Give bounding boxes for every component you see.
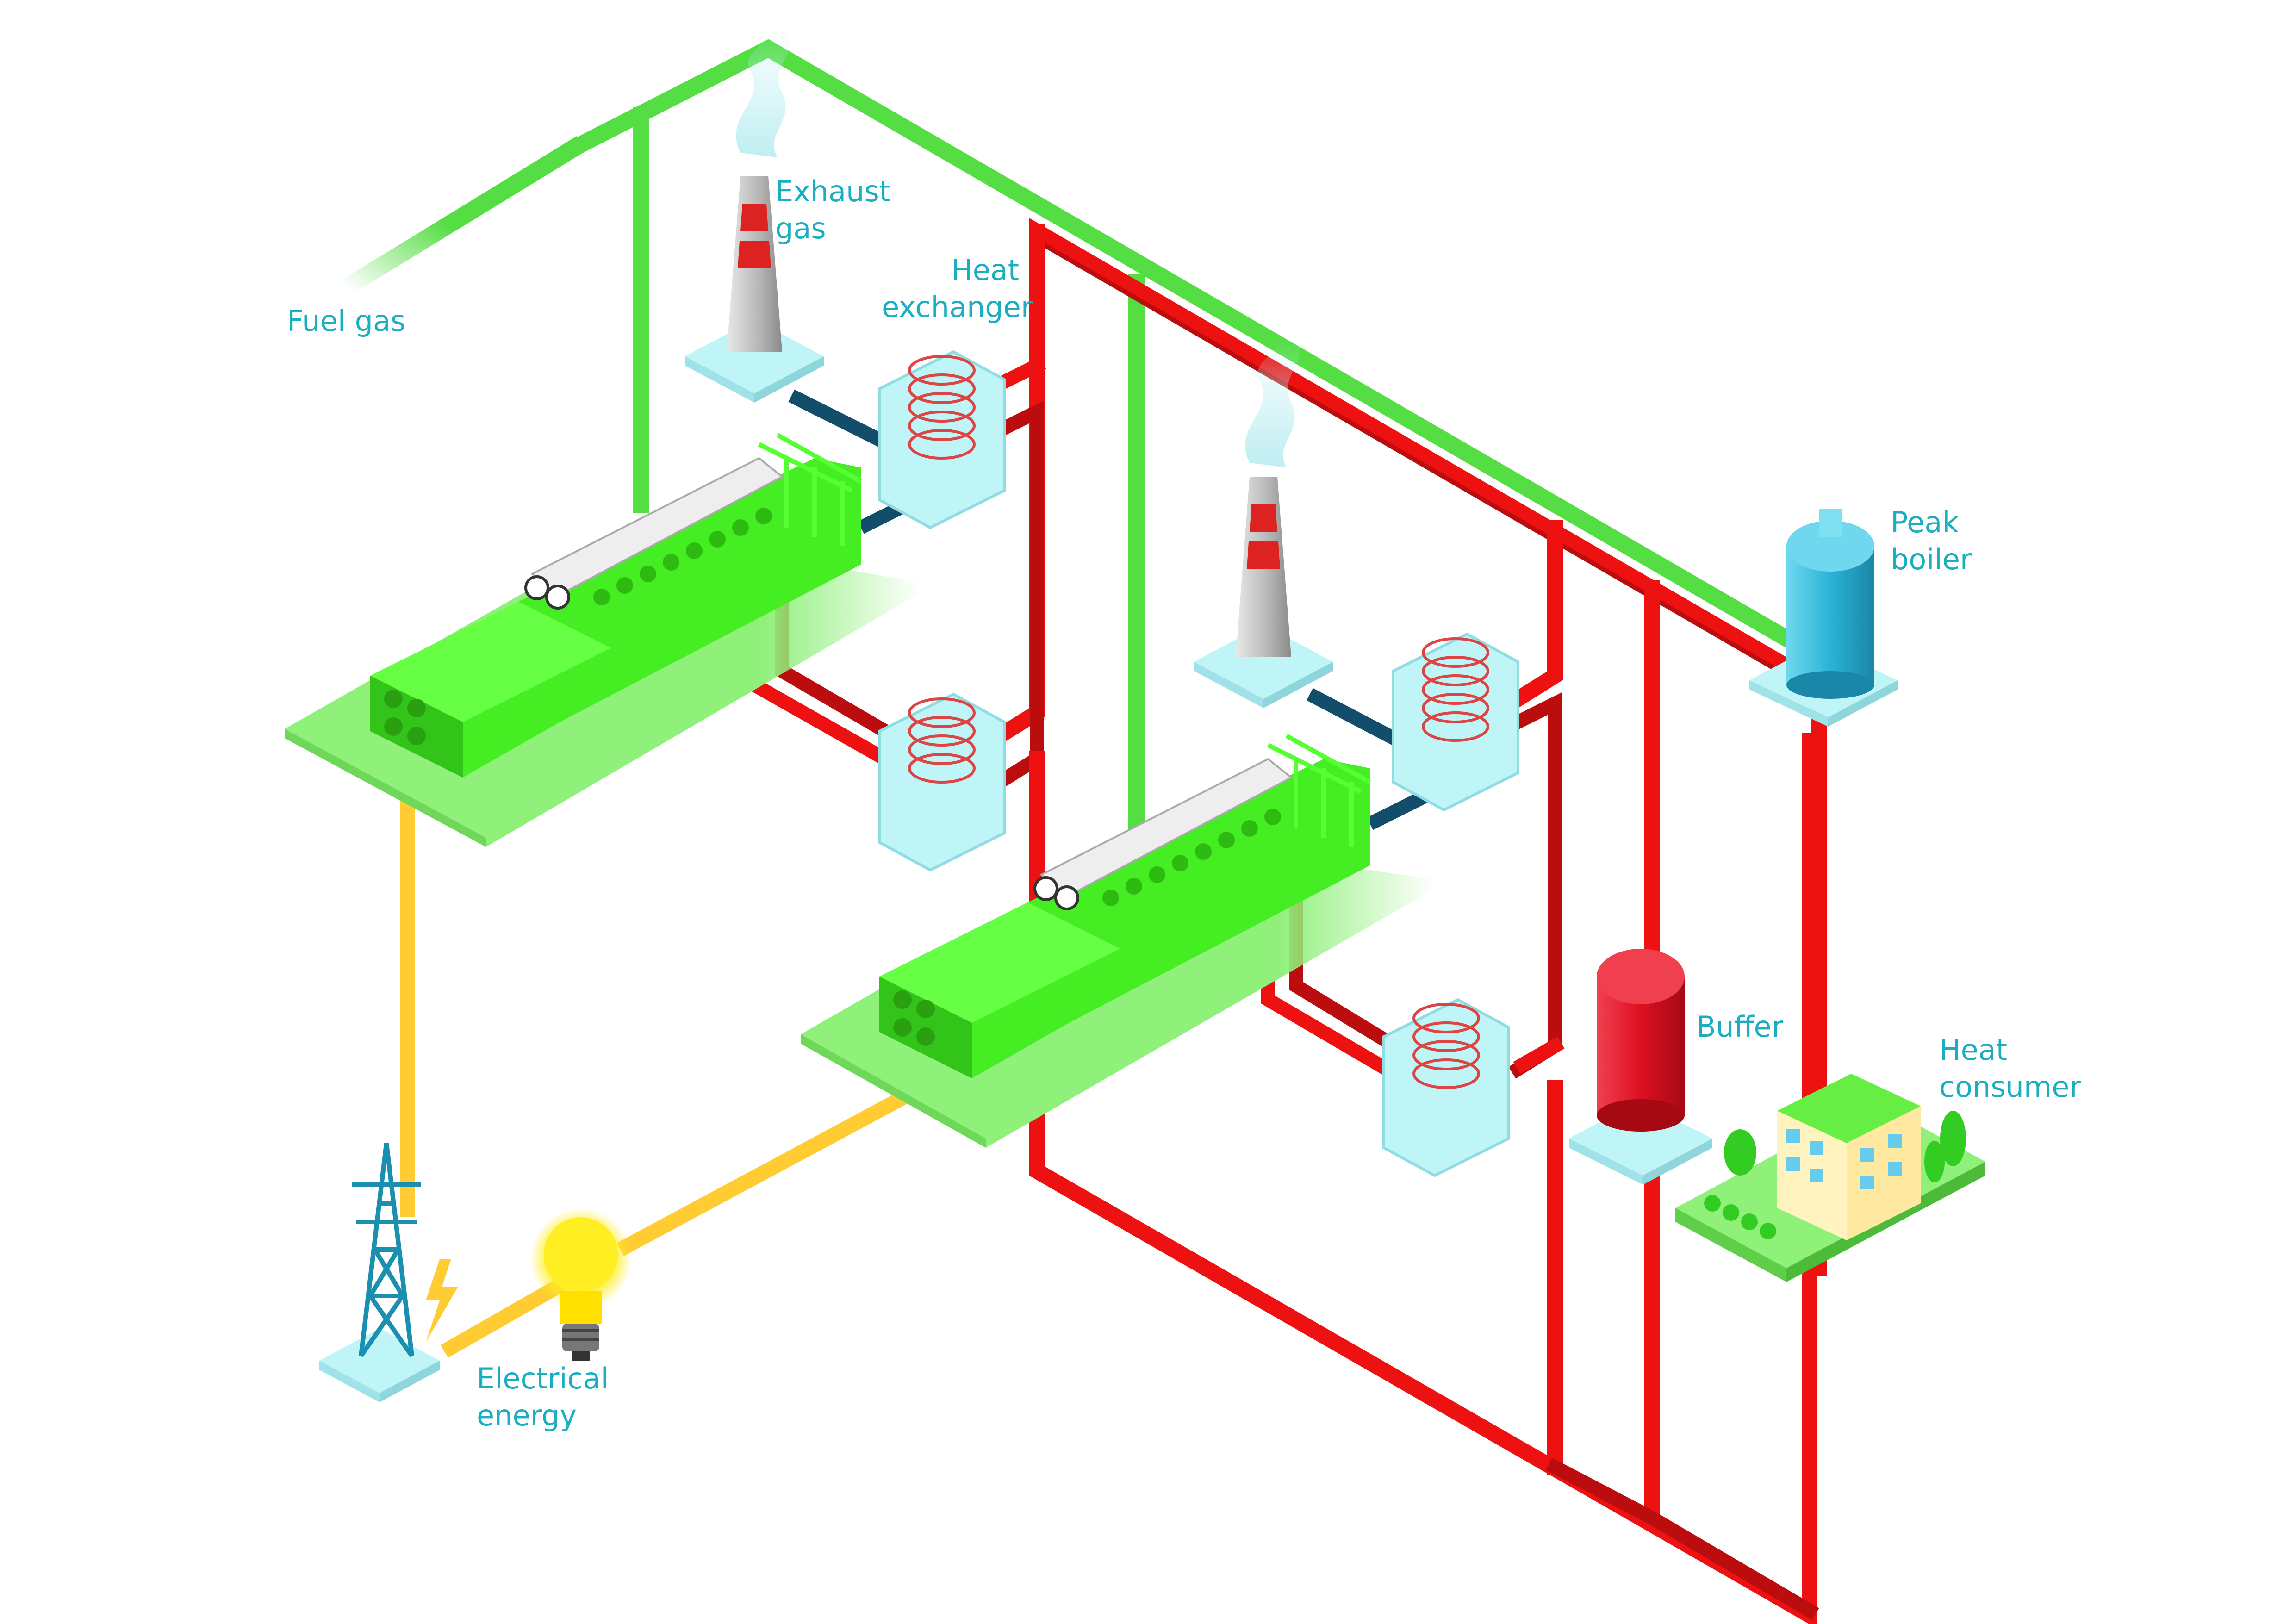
- chimney-2: [1194, 338, 1333, 708]
- electrical-energy-label-line1: Electrical: [477, 1362, 609, 1395]
- engine-1: [285, 433, 921, 847]
- exhaust-duct-2a: [1307, 688, 1410, 752]
- fuel-gas-feed-fade: [335, 136, 586, 299]
- heat-consumer-site: [1675, 1074, 1985, 1282]
- exhaust-gas-label-line2: gas: [775, 212, 826, 245]
- heat-consumer-label-line1: Heat: [1939, 1033, 2007, 1067]
- buffer-label: Buffer: [1696, 1010, 1784, 1044]
- exhaust-duct-2b: [1367, 790, 1429, 830]
- heat-exchanger-label-line1: Heat: [951, 253, 1019, 287]
- riser-2-d: [1513, 1036, 1565, 1074]
- riser-2-b: [1508, 692, 1562, 1079]
- heat-consumer-label-line2: consumer: [1939, 1070, 2081, 1104]
- heat-exchanger-label-line2: exchanger: [882, 290, 1033, 324]
- peak-boiler-label-line2: boiler: [1891, 542, 1972, 576]
- peak-boiler-label-line1: Peak: [1891, 505, 1959, 539]
- supply-top-shade: [1033, 237, 1822, 697]
- heat-exchanger-4: [1382, 998, 1510, 1177]
- electrical-energy-label-line2: energy: [477, 1399, 577, 1432]
- chimney-1: [685, 28, 824, 403]
- riser-2: [1507, 520, 1563, 710]
- lightning-bolt-icon: [426, 1259, 458, 1342]
- fuel-gas-label: Fuel gas: [287, 304, 405, 338]
- exhaust-gas-label-line1: Exhaust: [775, 174, 890, 208]
- electricity-pylon: [319, 1143, 458, 1402]
- supply-top: [1029, 218, 1830, 696]
- engine-2: [801, 734, 1435, 1148]
- heat-exchanger-2: [878, 692, 1006, 872]
- labels: Fuel gas Exhaust gas Heat exchanger Peak…: [287, 174, 2081, 1432]
- electric-line-engine-2: [616, 1076, 934, 1257]
- heat-exchanger-3: [1392, 632, 1519, 812]
- light-bulb-icon: [530, 1208, 632, 1361]
- buffer-tank: [1569, 949, 1712, 1185]
- peak-boiler: [1749, 509, 1898, 727]
- return-to-consumer: [1545, 1457, 1819, 1620]
- riser-1-c: [990, 400, 1044, 792]
- heat-exchanger-1: [878, 350, 1006, 529]
- riser-1-b: [990, 356, 1046, 394]
